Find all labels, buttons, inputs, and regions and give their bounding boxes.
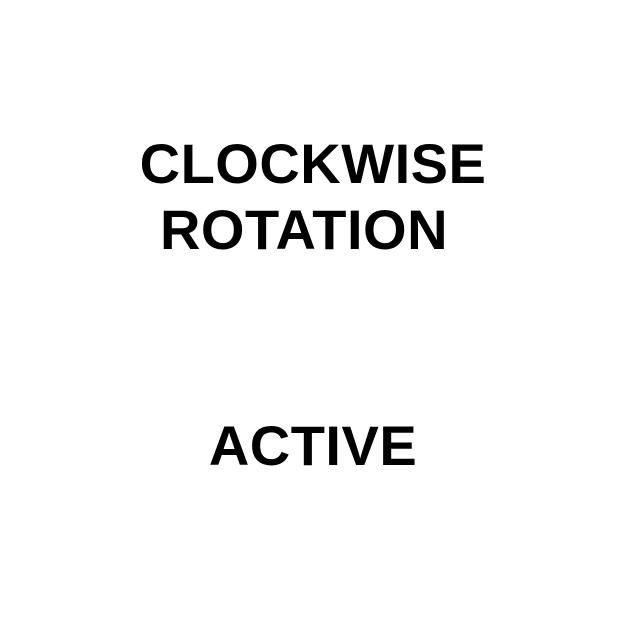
title-line-rotation: ROTATION xyxy=(159,198,449,261)
rotation-title: CLOCKWISE ROTATION xyxy=(0,131,626,263)
title-line-clockwise: CLOCKWISE xyxy=(139,132,487,195)
status-label: ACTIVE xyxy=(208,414,418,477)
